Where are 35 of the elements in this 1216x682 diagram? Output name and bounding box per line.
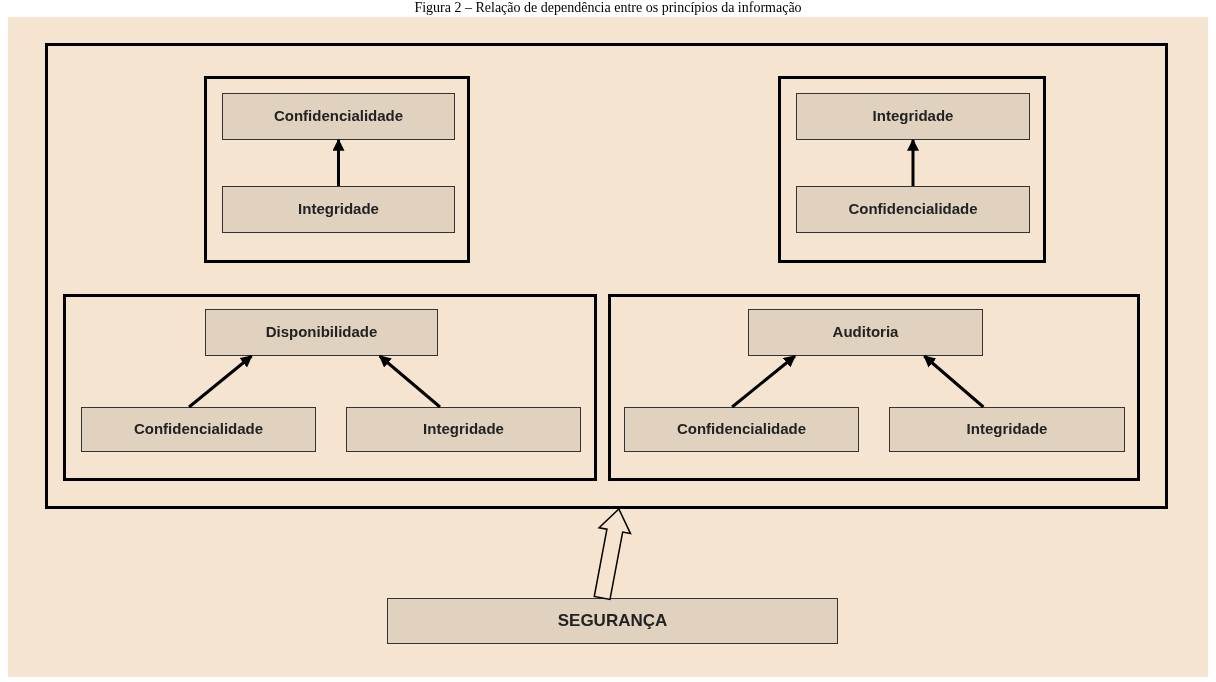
- box-label: Integridade: [966, 419, 1048, 440]
- label-box: [748, 309, 983, 356]
- box-label: Integridade: [423, 419, 504, 440]
- box-label: Auditoria: [832, 322, 899, 343]
- arrow: [188, 354, 253, 409]
- group-frame: [63, 294, 597, 481]
- arrow: [923, 354, 985, 409]
- arrow: [907, 138, 919, 186]
- label-box: [222, 93, 455, 140]
- label-box: [222, 186, 455, 233]
- figure-title: Figura 2 – Relação de dependência entre os princípios da informação: [413, 0, 803, 15]
- label-box: [624, 407, 859, 452]
- arrow: [332, 138, 345, 186]
- box-label: Integridade: [298, 199, 379, 220]
- group-frame: [204, 76, 470, 263]
- group-frame: [45, 43, 1168, 509]
- block-arrow: [593, 507, 632, 601]
- arrow: [378, 354, 441, 409]
- box-label: SEGURANÇA: [557, 610, 668, 633]
- label-box: [889, 407, 1125, 452]
- box-label: Integridade: [872, 106, 954, 127]
- label-box: [796, 186, 1030, 233]
- box-label: Confidencialidade: [848, 199, 978, 220]
- group-frame: [608, 294, 1140, 481]
- box-label: Confidencialidade: [133, 419, 264, 440]
- label-box: [796, 93, 1030, 140]
- box-label: Disponibilidade: [265, 322, 378, 343]
- box-label: Confidencialidade: [273, 106, 404, 127]
- group-frame: [778, 76, 1046, 263]
- label-box: [387, 598, 838, 644]
- label-box: [205, 309, 438, 356]
- label-box: [346, 407, 581, 452]
- arrow: [731, 354, 796, 409]
- box-label: Confidencialidade: [676, 419, 807, 440]
- label-box: [81, 407, 316, 452]
